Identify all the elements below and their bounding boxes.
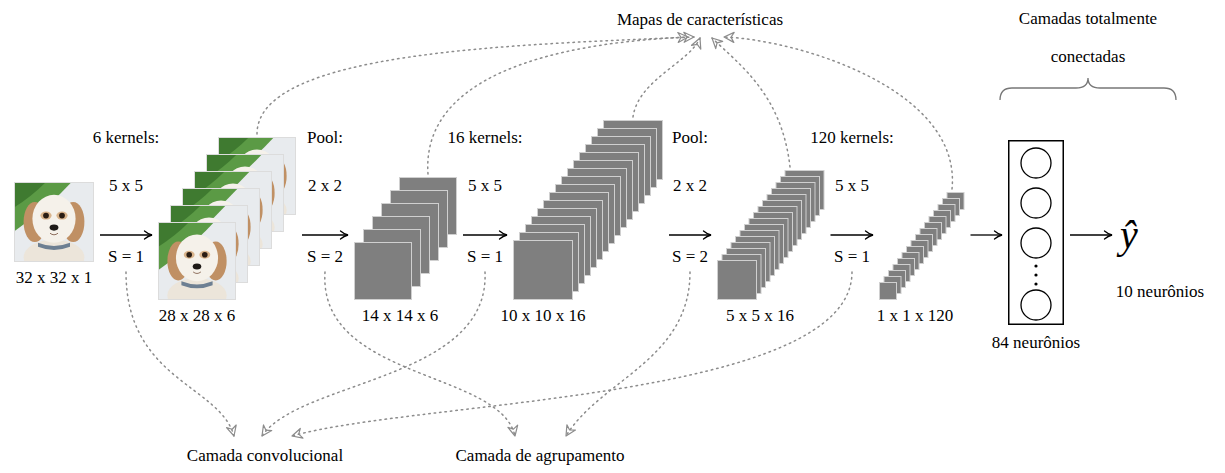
image-stack: [14, 182, 94, 262]
kernel-size: 5 x 5: [835, 176, 869, 196]
fully-connected-layer: 84 neurônios: [1008, 140, 1096, 353]
feature-map: [514, 241, 573, 300]
stride: S = 1: [108, 247, 144, 267]
feature-map: [355, 243, 412, 300]
flow-arrow: [669, 234, 711, 235]
dimension-label: 5 x 5 x 16: [726, 306, 794, 326]
dimension-label: 14 x 14 x 6: [362, 306, 439, 326]
flow-arrow: [971, 234, 1003, 235]
pool-label: Pool:: [307, 128, 343, 148]
neuron-column: [1008, 140, 1064, 325]
neuron: [1021, 290, 1051, 320]
ellipsis-dot: [1034, 264, 1037, 267]
kernel-count: 120 kernels:: [810, 128, 894, 148]
output-label: ŷ: [1118, 213, 1140, 257]
feature-map-stack: 14 x 14 x 6: [354, 177, 457, 326]
map-stack: [513, 120, 663, 300]
layer-shape: [1008, 140, 1064, 325]
dimension-label: 84 neurônios: [992, 333, 1080, 353]
feature-map: [880, 283, 897, 300]
neuron: [1021, 228, 1051, 258]
feature-map-stack: 28 x 28 x 6: [158, 137, 296, 326]
layer-shape: [158, 137, 296, 300]
layer-box: [1009, 141, 1064, 325]
leader-lines: [126, 37, 952, 436]
dimension-label: 10 x 10 x 16: [501, 306, 586, 326]
leader-line: [712, 38, 790, 167]
layer-shape: [879, 192, 965, 300]
output-size: 10 neurônios: [1116, 282, 1204, 302]
dimension-label: 28 x 28 x 6: [159, 306, 236, 326]
flow-arrow: [100, 234, 152, 235]
leader-line: [633, 38, 700, 117]
dimension-label: 1 x 1 x 120: [877, 306, 954, 326]
layer-shape: [14, 182, 94, 262]
group-label: Mapas de características: [617, 10, 783, 30]
feature-map-stack: 5 x 5 x 16: [717, 170, 825, 326]
feature-map-stack: 10 x 10 x 16: [513, 120, 663, 326]
kernel-size: 5 x 5: [468, 176, 502, 196]
input-image: 32 x 32 x 1: [14, 182, 94, 288]
map-stack: [717, 170, 825, 300]
flow-arrow: [1070, 234, 1112, 235]
stride: S = 2: [672, 247, 708, 267]
image-border: [15, 183, 94, 262]
feature-map: [718, 261, 757, 300]
leader-line: [325, 272, 515, 436]
dog-image: [158, 222, 236, 312]
layer-shape: [717, 170, 825, 300]
layer-shape: [513, 120, 663, 300]
dimension-label: 32 x 32 x 1: [16, 268, 93, 288]
dog-image: [14, 182, 94, 275]
ellipsis-dot: [1034, 282, 1037, 285]
kernel-size: 5 x 5: [109, 176, 143, 196]
leader-line: [257, 37, 688, 134]
layer-type: Camada de agrupamento: [456, 446, 625, 466]
group-label: Camadas totalmente conectadas: [1015, 0, 1161, 76]
curly-brace: [1000, 78, 1176, 100]
pool-size: 2 x 2: [308, 176, 342, 196]
flow-arrow: [463, 234, 507, 235]
stride: S = 1: [834, 247, 870, 267]
stride: S = 2: [307, 247, 343, 267]
stride: S = 1: [467, 247, 503, 267]
feature-map-stack: 1 x 1 x 120: [879, 192, 965, 326]
layer-type: Camada convolucional: [187, 446, 343, 466]
layer-shape: [354, 177, 457, 300]
leader-line: [724, 37, 952, 189]
ellipsis-dot: [1034, 273, 1037, 276]
flow-arrow: [831, 234, 874, 235]
map-stack: [879, 192, 965, 300]
flow-arrow: [302, 234, 348, 235]
leader-line: [566, 272, 690, 436]
neuron: [1021, 188, 1051, 218]
kernel-count: 16 kernels:: [447, 128, 522, 148]
pool-size: 2 x 2: [673, 176, 707, 196]
kernel-count: 6 kernels:: [93, 128, 160, 148]
output-symbol: ŷ: [1118, 213, 1140, 257]
image-stack: [158, 137, 296, 300]
map-stack: [354, 177, 457, 300]
pool-label: Pool:: [672, 128, 708, 148]
neuron: [1021, 148, 1051, 178]
image-border: [159, 223, 236, 300]
